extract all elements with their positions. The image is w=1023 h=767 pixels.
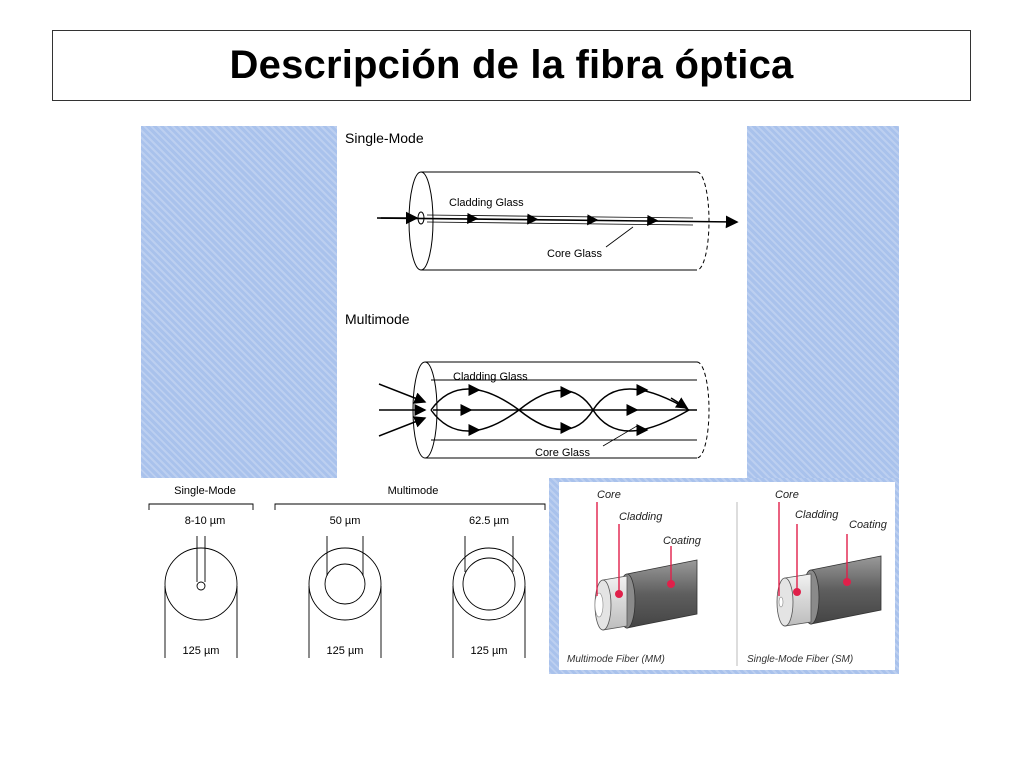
single-mode-ray bbox=[376, 211, 739, 229]
single-mode-core-pointer bbox=[605, 226, 634, 248]
single-mode-core-label: Core Glass bbox=[547, 248, 603, 260]
title-box: Descripción de la fibra óptica bbox=[52, 30, 971, 101]
background-left bbox=[141, 126, 337, 478]
cross-section-single-mode-header: Single-Mode bbox=[174, 485, 236, 497]
single-mode-cladding-label: Cladding Glass bbox=[449, 197, 524, 209]
sm-cladding-label: Cladding bbox=[795, 509, 839, 521]
sm-coating-label: Coating bbox=[849, 519, 888, 531]
mm-core-label: Core bbox=[597, 489, 621, 501]
slide-title: Descripción de la fibra óptica bbox=[229, 43, 794, 87]
mm-cladding-label: Cladding bbox=[619, 511, 663, 523]
multimode-50-cross-section: 50 µm 125 µm bbox=[308, 515, 382, 658]
header-brackets bbox=[148, 503, 546, 510]
fiber-figure: Single-Mode Cladding Glass Core Glass Mu… bbox=[141, 126, 899, 674]
single-mode-cross-section: 8-10 µm 125 µm bbox=[164, 515, 238, 658]
multimode-50-outer-size: 125 µm bbox=[327, 645, 364, 657]
cross-section-panel bbox=[141, 478, 549, 674]
top-panel bbox=[337, 126, 747, 471]
multimode-62-outer-size: 125 µm bbox=[471, 645, 508, 657]
cross-section-multimode-header: Multimode bbox=[388, 485, 439, 497]
single-mode-cable bbox=[776, 502, 882, 627]
single-mode-core-size: 8-10 µm bbox=[185, 515, 226, 527]
multimode-core-pointer bbox=[602, 425, 638, 447]
multimode-62-cross-section: 62.5 µm 125 µm bbox=[452, 515, 526, 658]
mm-cable-caption: Multimode Fiber (MM) bbox=[567, 654, 665, 665]
sm-core-label: Core bbox=[775, 489, 799, 501]
multimode-62-core-size: 62.5 µm bbox=[469, 515, 509, 527]
single-mode-title: Single-Mode bbox=[345, 130, 424, 146]
multimode-50-core-size: 50 µm bbox=[330, 515, 361, 527]
background-right bbox=[747, 126, 899, 478]
multimode-rays bbox=[378, 383, 697, 437]
multimode-cladding-label: Cladding Glass bbox=[453, 371, 528, 383]
multimode-title: Multimode bbox=[345, 311, 410, 327]
multimode-cable bbox=[594, 502, 698, 631]
multimode-core-label: Core Glass bbox=[535, 447, 591, 459]
fiber-diagram-svg: Single-Mode Cladding Glass Core Glass Mu… bbox=[141, 126, 895, 674]
mm-coating-label: Coating bbox=[663, 535, 702, 547]
single-mode-outer-size: 125 µm bbox=[183, 645, 220, 657]
sm-cable-caption: Single-Mode Fiber (SM) bbox=[747, 654, 853, 665]
